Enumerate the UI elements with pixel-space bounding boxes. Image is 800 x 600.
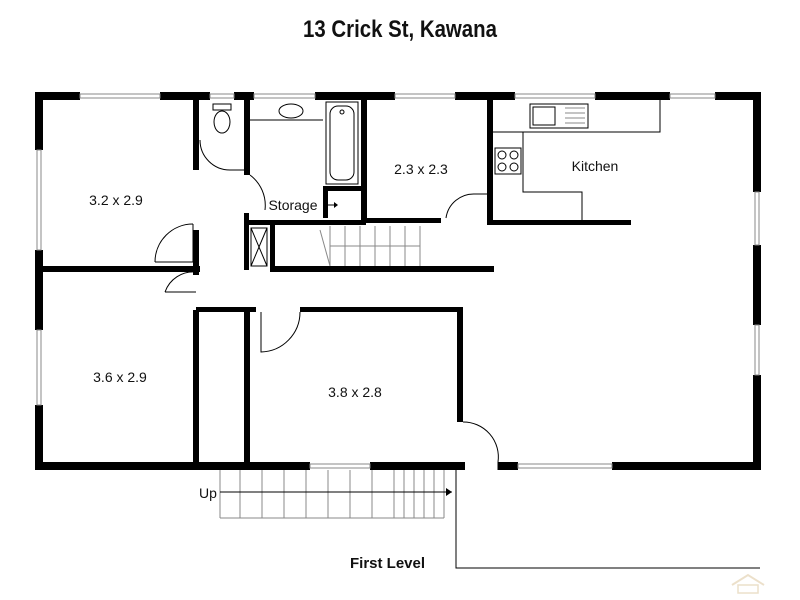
bathroom-fittings [212,101,359,185]
exterior-walls [35,92,761,470]
level-label: First Level [349,555,426,572]
room-label-bed3: 3.8 x 2.8 [328,384,382,400]
storage-arrow-icon [334,202,338,208]
room-label-room4: 2.3 x 2.3 [394,161,448,177]
linen-cupboard [250,227,268,267]
watermark-logo [731,573,765,594]
plan-title: 13 Crick St, Kawana [303,16,497,43]
windows [36,93,760,469]
room-label-bed1: 3.2 x 2.9 [89,192,143,208]
room-label-kitchen: Kitchen [572,158,619,174]
external-stairs [219,470,760,569]
room-label-bed2: 3.6 x 2.9 [93,369,147,385]
interior-walls [43,100,631,465]
internal-stairs [319,226,421,267]
kitchen-fittings [493,100,661,220]
doors [154,139,499,470]
stairs-up-label: Up [199,485,217,501]
room-label-storage: Storage [268,197,317,213]
